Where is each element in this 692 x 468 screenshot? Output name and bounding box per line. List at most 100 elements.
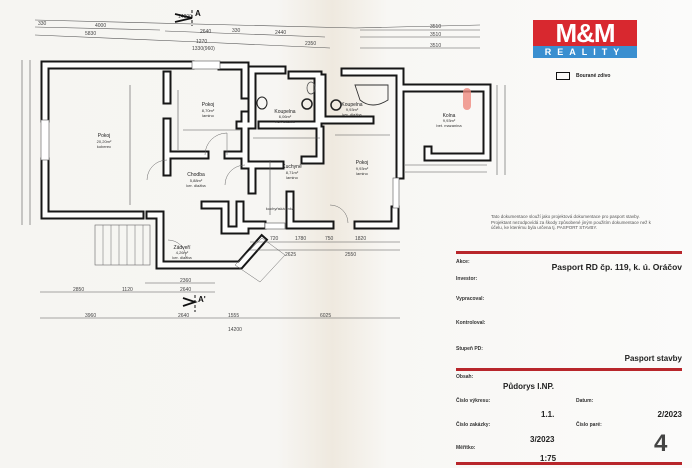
svg-text:Chodba: Chodba [187, 172, 205, 178]
svg-text:8,71m²: 8,71m² [286, 170, 299, 175]
wall-segment [285, 190, 335, 230]
svg-text:Koupelna: Koupelna [341, 102, 362, 108]
svg-text:20,20m²: 20,20m² [97, 139, 112, 144]
dim-label: 1820 [355, 236, 366, 242]
wall-fill [259, 72, 321, 128]
dim-label: 750 [325, 236, 334, 242]
wall-fill [287, 192, 333, 228]
dim-label: 330 [232, 28, 241, 34]
svg-text:lamino: lamino [286, 175, 299, 180]
stupen-value: Pasport stavby [624, 354, 682, 363]
dim-label: 2640 [180, 287, 191, 293]
dim-label: 330 [38, 21, 47, 27]
svg-text:9,93m²: 9,93m² [346, 107, 359, 112]
dim-label: 1120 [122, 287, 133, 293]
wall-fill [355, 207, 398, 228]
svg-text:ker. dlažba: ker. dlažba [275, 119, 295, 124]
svg-text:6,06m²: 6,06m² [279, 114, 292, 119]
logo-mm: M&M [533, 20, 637, 46]
bathtub-icon [354, 84, 389, 106]
entrance-stairs [94, 224, 286, 283]
dim-label: 2625 [285, 252, 296, 258]
dim-label: 5830 [85, 31, 96, 37]
obsah-value: Půdorys I.NP. [503, 382, 554, 391]
svg-text:ker. dlažba: ker. dlažba [186, 183, 206, 188]
dim-label: 2440 [275, 30, 286, 36]
wall-segment [235, 200, 267, 230]
disclaimer-note: Tato dokumentace slouží jako projektová … [491, 214, 651, 230]
wall-fill [397, 85, 490, 160]
kontroloval-label: Kontroloval: [456, 320, 486, 326]
wall-fill [219, 63, 248, 98]
legend-label: Bourané zdivo [576, 73, 611, 79]
toilet-icon [256, 96, 268, 110]
section-label-a: A [195, 9, 201, 18]
cislo-zakazky-label: Číslo zakázky: [456, 422, 491, 428]
wall-fill [342, 69, 403, 123]
svg-text:Pokoj: Pokoj [202, 102, 215, 108]
dim-label: 2640 [178, 313, 189, 319]
dim-label: 1555 [228, 313, 239, 319]
investor-label: Investor: [456, 276, 478, 282]
bottom-dimensions: 720 1780 750 1820 2625 2550 2850 1120 23… [40, 236, 400, 333]
interior-dimensions [129, 85, 487, 215]
kitchen-line-label: kuchyňská linka [266, 206, 295, 211]
akce-label: Akce: [456, 259, 470, 265]
wall-fill [192, 236, 266, 268]
wall-fill [237, 202, 265, 228]
wall-fill [42, 62, 193, 121]
section-marker-bottom: A' [182, 295, 206, 312]
doors [146, 132, 349, 259]
dim-label: 3960 [85, 313, 96, 319]
dim-label: 2640 [200, 29, 211, 35]
datum-label: Datum: [576, 398, 594, 404]
svg-text:Koupelna: Koupelna [274, 109, 295, 115]
svg-text:Kuchyně: Kuchyně [282, 164, 302, 170]
dim-label: 4000 [95, 23, 106, 29]
dim-label: 3510 [430, 43, 441, 49]
title-block-divider [456, 368, 682, 371]
dim-label: 2350 [305, 41, 316, 47]
dim-label: 3510 [430, 32, 441, 38]
vypracoval-label: Vypracoval: [456, 296, 485, 302]
legend: Bourané zdivo [556, 72, 610, 80]
logo-reality: REALITY [533, 46, 637, 58]
cislo-vykresu-label: Číslo výkresu: [456, 398, 491, 404]
svg-text:5,88m²: 5,88m² [190, 178, 203, 183]
section-marker-top: A [174, 9, 201, 26]
dim-label: 1270 [196, 39, 207, 45]
meritko-label: Měřítko: [456, 445, 476, 451]
wall-fill [42, 159, 121, 218]
title-block-divider [456, 462, 682, 465]
section-label-a-prime: A' [198, 295, 206, 304]
washer-icon [330, 99, 342, 111]
meritko-value: 1:75 [540, 454, 557, 463]
title-block: Akce: Pasport RD čp. 119, k. ú. Oráčov I… [448, 250, 686, 465]
cislo-pare-label: Číslo paré: [576, 422, 602, 428]
wall-fill [202, 202, 248, 233]
svg-text:8,70m²: 8,70m² [202, 108, 215, 113]
wall-segment [40, 157, 123, 220]
svg-text:9,93m²: 9,93m² [356, 166, 369, 171]
washbasin-icon [301, 98, 313, 110]
svg-text:lamino: lamino [202, 113, 215, 118]
sink-icon [306, 81, 316, 95]
svg-text:9,93m²: 9,93m² [443, 118, 456, 123]
akce-value: Pasport RD čp. 119, k. ú. Oráčov [551, 262, 682, 272]
legend-swatch [556, 72, 570, 80]
dim-label: 3510 [430, 24, 441, 30]
svg-text:ker. dlažba: ker. dlažba [342, 112, 362, 117]
mm-reality-logo: M&M REALITY [533, 20, 637, 58]
dim-total-bottom: 14200 [228, 327, 242, 333]
top-dimensions: 14200 4000 330 5830 2640 330 2440 3510 3… [21, 14, 506, 225]
